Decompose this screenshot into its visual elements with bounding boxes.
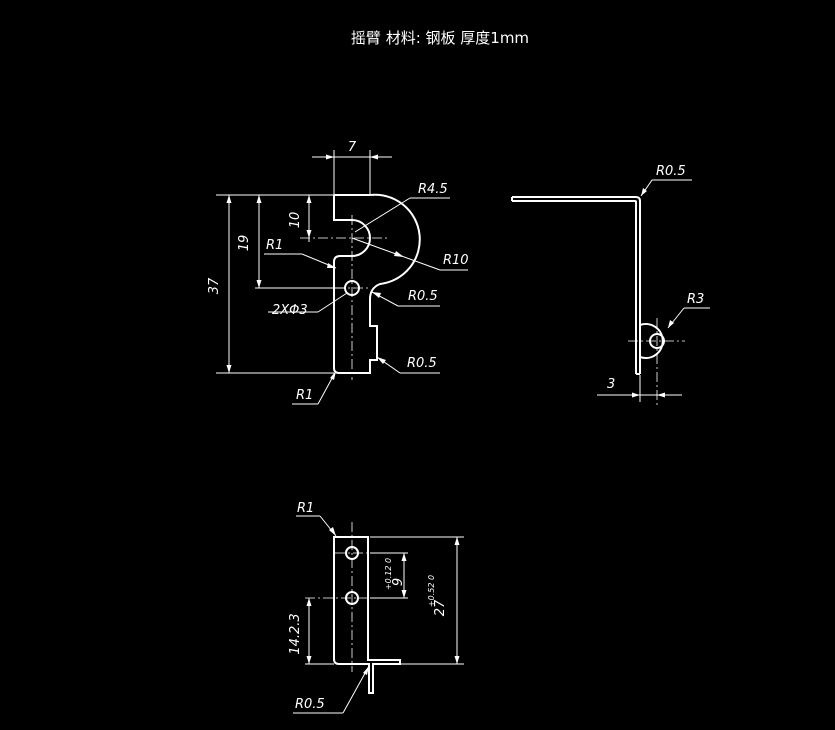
- side-dim-3-arrow-left: [632, 392, 640, 398]
- dim-r1-top-arrow: [327, 263, 336, 268]
- side-dim-r3-label: R3: [687, 292, 704, 307]
- side-view: R0.5 R3 3: [511, 164, 710, 405]
- side-dim-r05-label: R0.5: [656, 164, 686, 179]
- bottom-view-outline: [333, 536, 401, 694]
- front-view: 7 R4.5 10 19 R1 R10 37: [207, 140, 469, 405]
- dim-37-arrow-top: [226, 195, 232, 203]
- front-view-outline: [333, 193, 421, 374]
- bottom-dim-9-arrow-bottom: [401, 590, 407, 598]
- dim-holes-label: 2XΦ3: [272, 303, 308, 318]
- dim-r1-bottom-label: R1: [296, 388, 313, 403]
- dim-r05b-arrow: [377, 357, 386, 364]
- bottom-dim-27-label: 27: [433, 599, 448, 616]
- bottom-dim-r1-arrow: [329, 527, 336, 536]
- side-dim-r3-arrow: [668, 320, 674, 328]
- dim-7-arrow-right: [370, 154, 378, 160]
- dim-7-arrow-left: [326, 154, 334, 160]
- side-view-outline: [511, 196, 641, 375]
- side-dim-r05-arrow: [641, 188, 647, 196]
- bottom-dim-143-arrow-top: [306, 598, 312, 606]
- dim-7-label: 7: [348, 140, 357, 155]
- bottom-dim-9-arrow-top: [401, 553, 407, 561]
- bottom-dim-r05-arrow: [363, 666, 369, 675]
- dim-37-label: 37: [207, 277, 222, 294]
- bottom-dim-27-arrow-top: [454, 537, 460, 545]
- dim-r05b-label: R0.5: [407, 356, 437, 371]
- bottom-dim-143-label: 14.2.3: [288, 613, 303, 654]
- dim-r05a-arrow: [372, 292, 381, 298]
- dim-r45-label: R4.5: [418, 182, 448, 197]
- dim-holes-leader: [317, 292, 348, 313]
- side-dim-3-arrow-right: [657, 392, 665, 398]
- bottom-dim-143-arrow-bottom: [306, 656, 312, 664]
- dim-37-arrow-bottom: [226, 365, 232, 373]
- dim-r10-label: R10: [443, 253, 469, 268]
- drawing-title: 摇臂 材料: 钢板 厚度1mm: [351, 29, 529, 47]
- dim-r1-top-label: R1: [266, 238, 283, 253]
- side-view-boss: [639, 323, 664, 359]
- dim-r10-arrow: [394, 251, 404, 257]
- bottom-dim-27-arrow-bottom: [454, 656, 460, 664]
- dim-10-label: 10: [288, 212, 303, 229]
- dim-r45-leader: [354, 197, 411, 233]
- dim-19-arrow-bottom: [256, 280, 262, 288]
- dim-10-arrow-bottom: [306, 230, 312, 238]
- side-dim-3-label: 3: [607, 377, 615, 392]
- bottom-dim-9-label: 9: [391, 578, 406, 586]
- dim-r1-bottom-arrow: [330, 371, 336, 380]
- bottom-dim-9-tol: +0.12 0: [384, 558, 393, 590]
- bottom-view: R1 9 +0.12 0 27 +0.52 0 14.2.3 R0.5: [288, 501, 464, 714]
- bottom-dim-r05-label: R0.5: [295, 697, 325, 712]
- bottom-dim-r1-label: R1: [297, 501, 314, 516]
- dim-r05a-label: R0.5: [408, 289, 438, 304]
- bottom-dim-27-tol: +0.52 0: [427, 575, 436, 607]
- dim-19-arrow-top: [256, 195, 262, 203]
- dim-19-label: 19: [237, 235, 252, 252]
- dim-10-arrow-top: [306, 195, 312, 203]
